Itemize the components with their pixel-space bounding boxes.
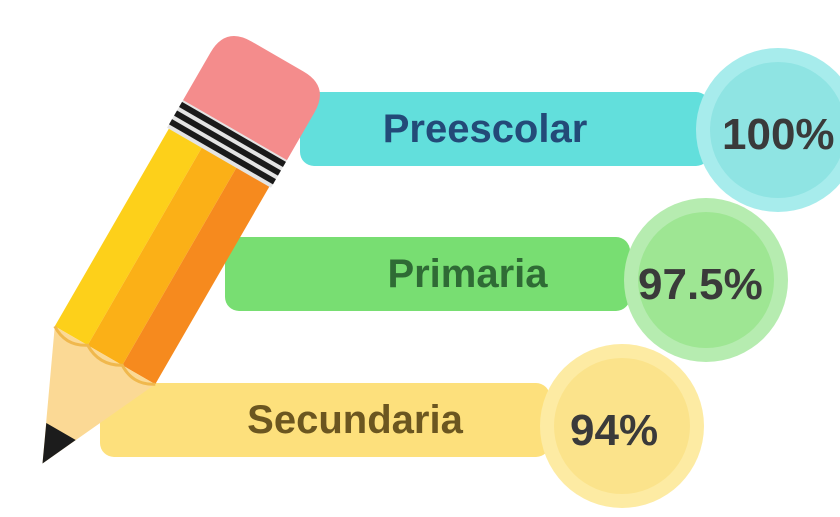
primaria-label: Primaria xyxy=(387,251,548,296)
secundaria-badge: 94% xyxy=(540,344,704,508)
preescolar-label: Preescolar xyxy=(382,106,588,151)
preescolar-badge: 100% xyxy=(696,48,840,212)
secundaria-bar: Secundaria xyxy=(100,383,550,457)
preescolar-bar: Preescolar xyxy=(300,92,710,166)
secundaria-label: Secundaria xyxy=(247,397,463,442)
secundaria-value: 94% xyxy=(570,406,659,455)
primaria-badge: 97.5% xyxy=(624,198,788,362)
preescolar-value: 100% xyxy=(722,110,835,159)
primaria-value: 97.5% xyxy=(638,260,763,309)
primaria-bar: Primaria xyxy=(225,237,630,311)
